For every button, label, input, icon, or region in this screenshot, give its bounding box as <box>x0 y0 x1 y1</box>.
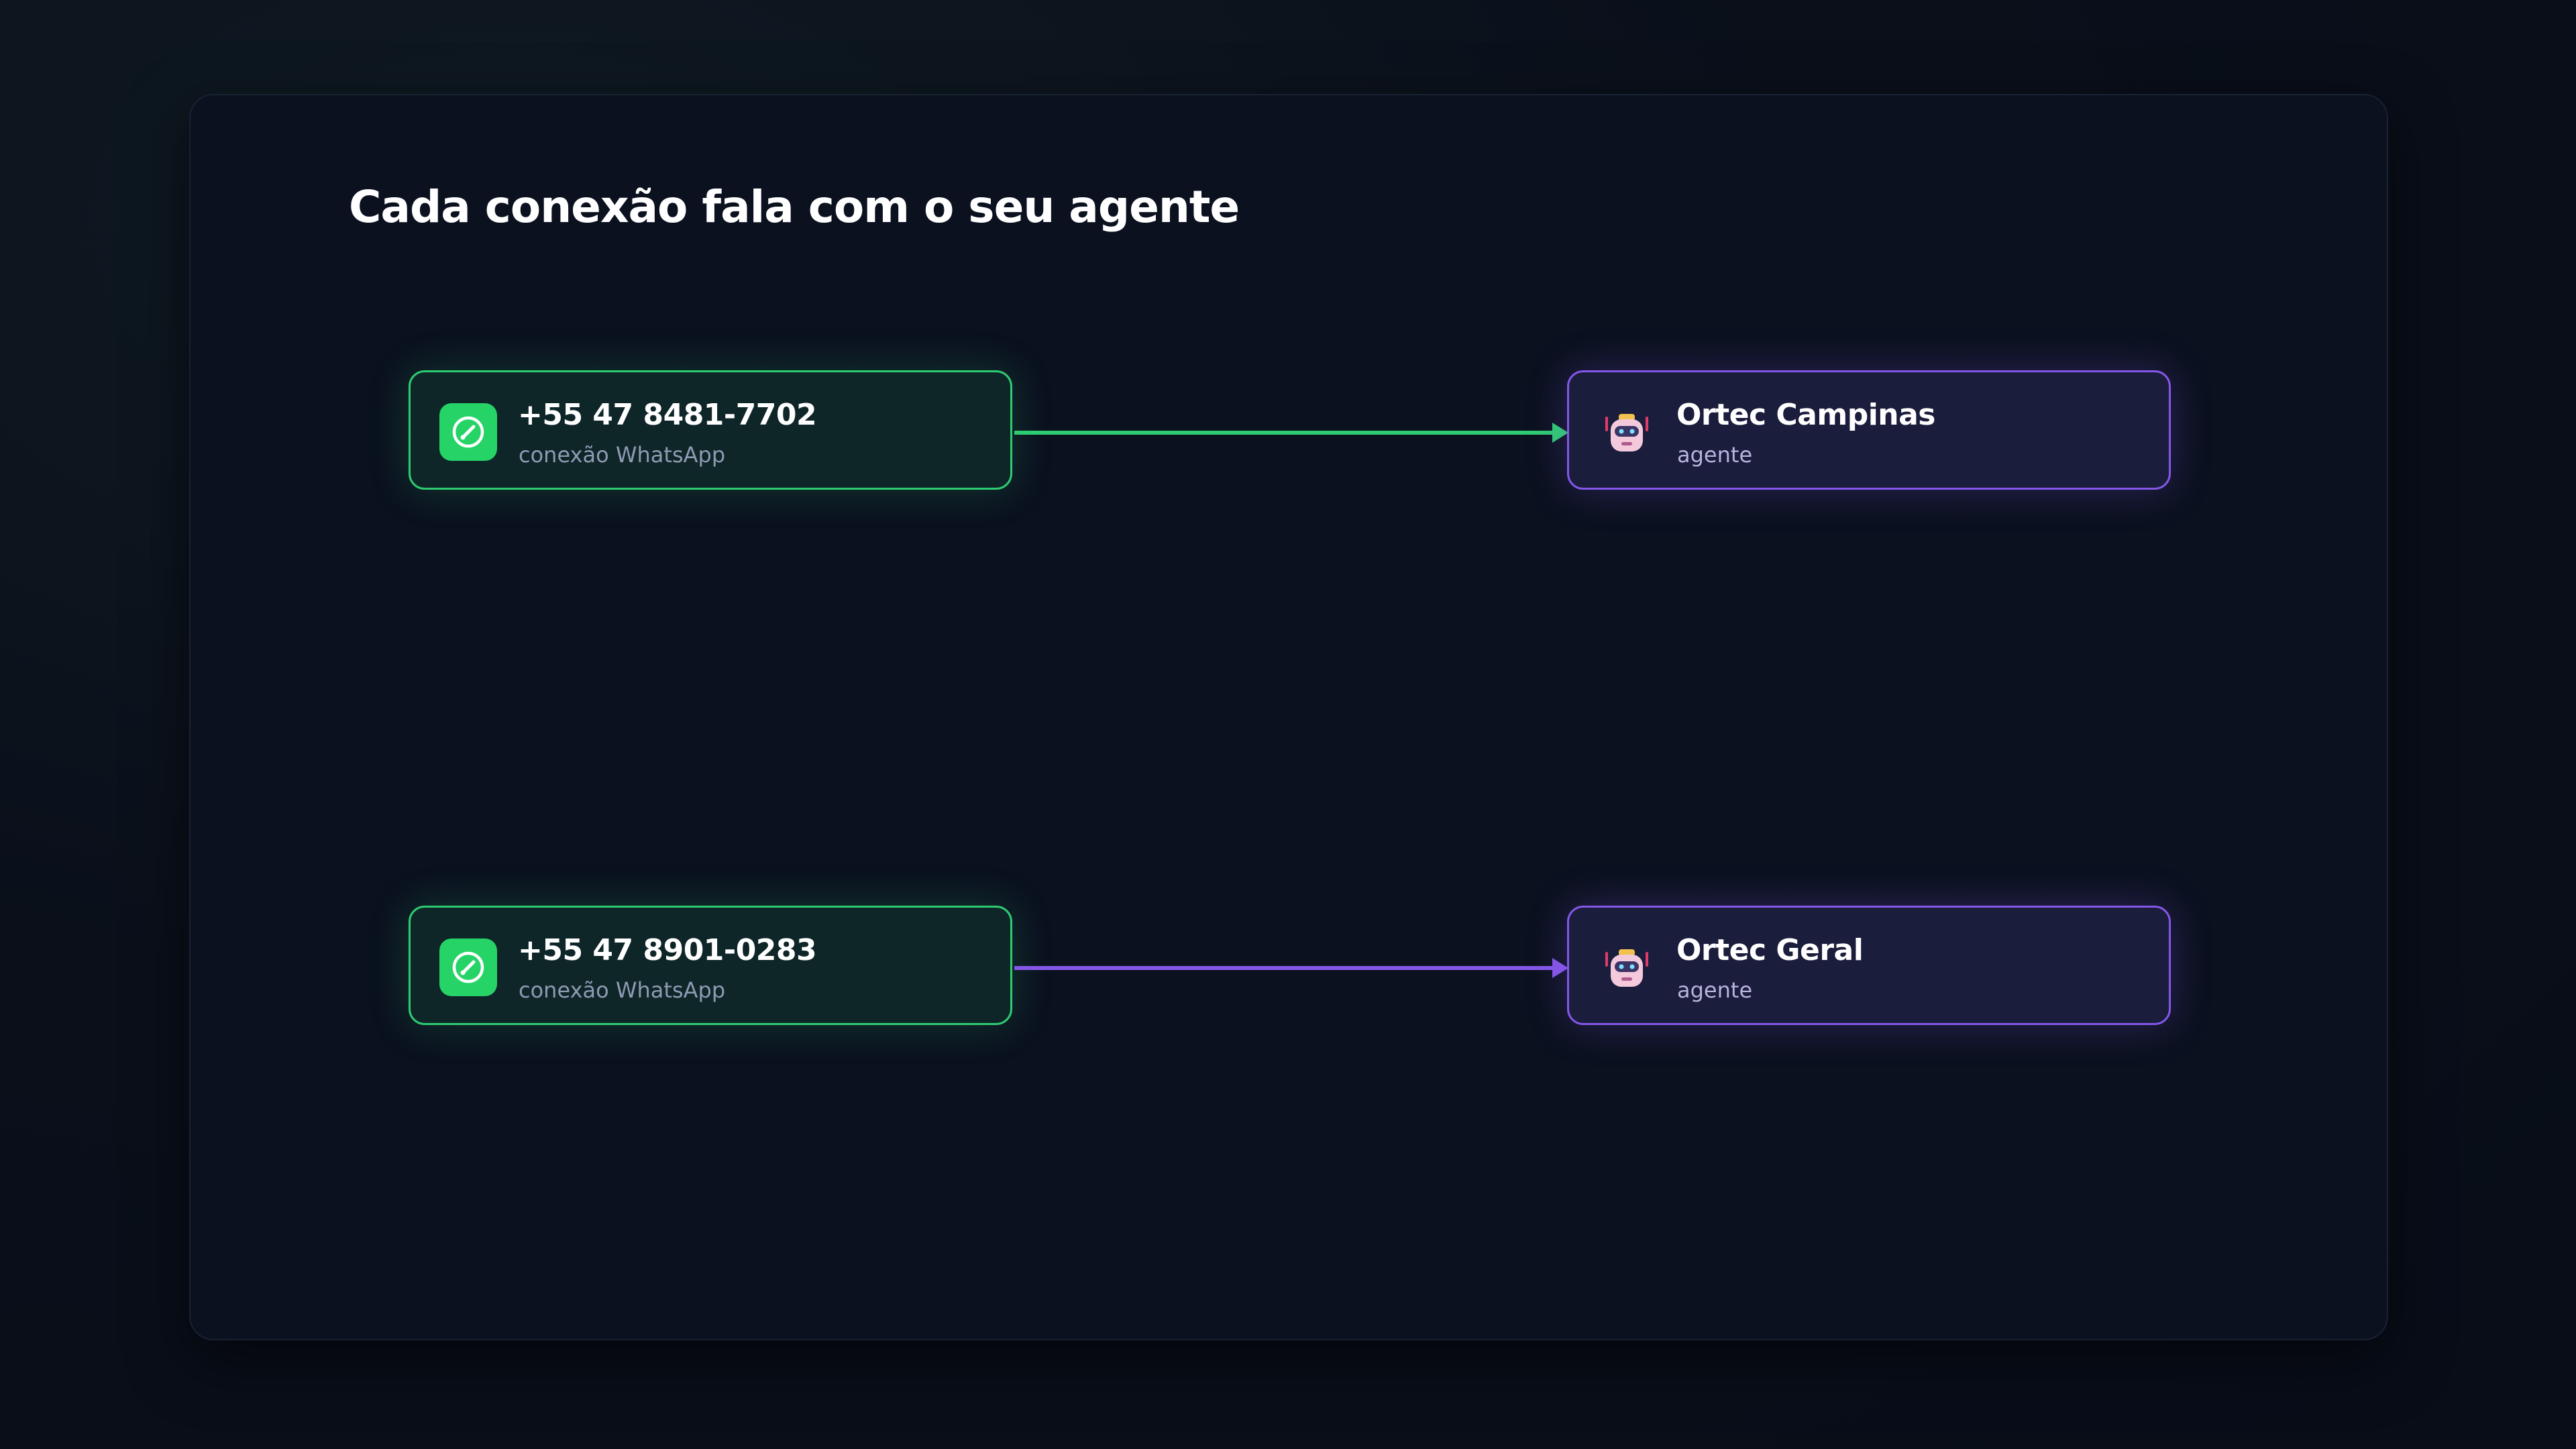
diagram-title: Cada conexão fala com o seu agente <box>349 181 1240 233</box>
agent-name: Ortec Geral <box>1676 933 1864 967</box>
arrowhead-icon <box>1552 423 1568 443</box>
link-line <box>1014 431 1554 435</box>
connection-number: +55 47 8481-7702 <box>518 398 817 432</box>
connection-number: +55 47 8901-0283 <box>518 933 817 967</box>
agent-node-2[interactable]: Ortec Geral agente <box>1567 906 2171 1025</box>
robot-icon <box>1598 403 1656 461</box>
agent-type-label: agente <box>1677 442 1753 468</box>
agent-name: Ortec Campinas <box>1676 398 1936 432</box>
connection-node-1[interactable]: +55 47 8481-7702 conexão WhatsApp <box>409 370 1012 490</box>
robot-icon <box>1598 938 1656 996</box>
link-arrow-2 <box>1014 958 1568 978</box>
whatsapp-icon <box>439 938 497 996</box>
connection-type-label: conexão WhatsApp <box>519 977 726 1003</box>
connection-node-2[interactable]: +55 47 8901-0283 conexão WhatsApp <box>409 906 1012 1025</box>
link-arrow-1 <box>1014 423 1568 443</box>
agent-node-1[interactable]: Ortec Campinas agente <box>1567 370 2171 490</box>
arrowhead-icon <box>1552 958 1568 978</box>
whatsapp-icon <box>439 403 497 461</box>
connection-type-label: conexão WhatsApp <box>519 442 726 468</box>
diagram-card: Cada conexão fala com o seu agente +55 4… <box>189 94 2388 1340</box>
agent-type-label: agente <box>1677 977 1753 1003</box>
link-line <box>1014 966 1554 970</box>
